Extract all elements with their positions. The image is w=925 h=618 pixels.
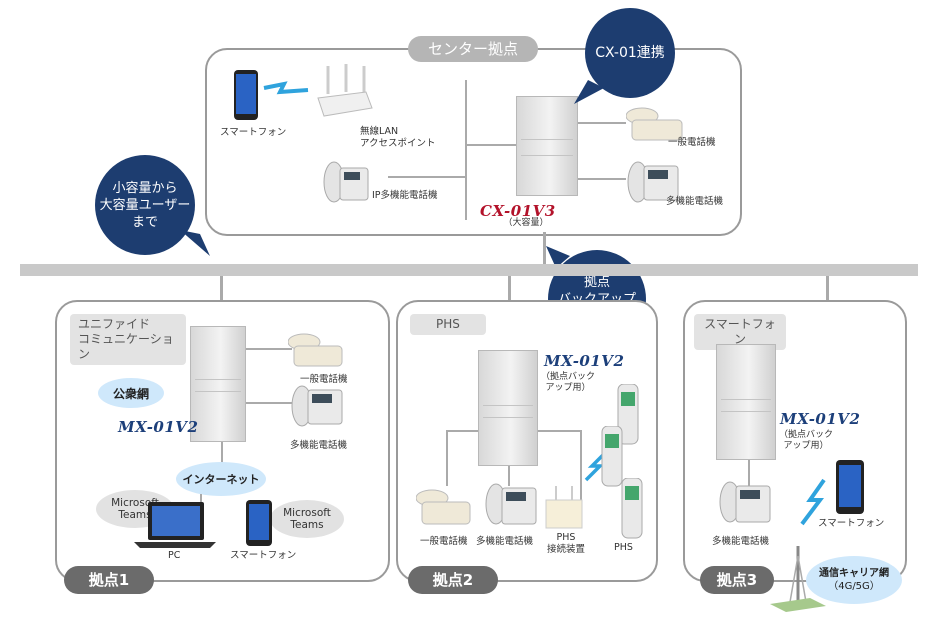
site3-smartphone-label: スマートフォン (818, 518, 885, 529)
center-ipphone-line (388, 176, 466, 178)
internet-cloud: インターネット (176, 462, 266, 496)
cell-tower-icon (770, 542, 826, 614)
site1-tag-1: ユニファイド (78, 317, 151, 331)
backup-text-1: 拠点 (583, 274, 610, 290)
site1-model-name: MX-01V2 (118, 418, 199, 436)
laptop-icon (134, 502, 216, 548)
site2-tag: PHS (410, 314, 486, 335)
site3-pbx-icon (716, 344, 776, 460)
carrier-network-cloud: 通信キャリア網 （4G/5G） (806, 556, 902, 604)
site1-tag-2: コミュニケーション (78, 332, 174, 361)
phs-handset-icon-3 (620, 478, 644, 540)
site2-model-sub-2: アップ用） (545, 383, 591, 393)
carrier-label-2: （4G/5G） (828, 581, 880, 592)
site3-wireless-icon (798, 478, 828, 526)
center-phone2-line (578, 178, 626, 180)
backup-bubble-tail (546, 246, 570, 270)
ip-phone-label: IP多機能電話機 (372, 190, 438, 201)
carrier-label-1: 通信キャリア網 (819, 568, 889, 579)
site2-model-sub: （拠点バック アップ用） (538, 372, 598, 394)
phs-base-label: PHS 接続装置 (546, 532, 586, 556)
wireless-icon (262, 80, 310, 102)
cx-link-bubble: CX-01連携 (585, 8, 675, 98)
site2-vline-left (446, 430, 448, 486)
center-smartphone-label: スマートフォン (220, 127, 287, 138)
phs-label: PHS (614, 542, 633, 553)
access-point-icon (316, 64, 374, 124)
capacity-text-2: 大容量ユーザー (99, 197, 191, 213)
center-phone1-label: 一般電話機 (668, 137, 716, 148)
cx-link-bubble-tail (574, 80, 604, 104)
public-network-cloud: 公衆網 (98, 378, 164, 408)
phs-base-station-icon (544, 486, 584, 530)
site2-footer: 拠点2 (408, 566, 498, 594)
center-vertical-line (465, 80, 467, 220)
internet-to-devices-line (200, 494, 202, 508)
capacity-bubble: 小容量から 大容量ユーザー まで (95, 155, 195, 255)
network-backbone (20, 264, 918, 276)
site2-phone1-label: 一般電話機 (420, 536, 468, 547)
cx-link-text: CX-01連携 (595, 44, 665, 61)
site2-pbx-icon (478, 350, 538, 466)
site3-model-sub-1: （拠点バック (778, 430, 833, 440)
site1-vline (221, 440, 223, 470)
phs-base-label-1: PHS (556, 532, 576, 543)
site1-footer: 拠点1 (64, 566, 154, 594)
ap-label-1: 無線LAN (360, 126, 399, 137)
multifunction-phone-icon (626, 160, 680, 204)
ip-phone-icon (320, 160, 370, 204)
site1-tag: ユニファイド コミュニケーション (70, 314, 186, 365)
internet-label: インターネット (182, 473, 260, 486)
site2-phone2-label: 多機能電話機 (476, 536, 534, 547)
teams-2-line-2: Teams (290, 519, 324, 531)
site1-phone2-line (246, 402, 292, 404)
teams-2-line-1: Microsoft (283, 507, 331, 519)
site1-phone1-line (246, 348, 292, 350)
teams-1-line-1: Microsoft (111, 497, 159, 509)
site1-phone1-label: 一般電話機 (300, 374, 348, 385)
center-pbx-line (466, 144, 516, 146)
site1-basic-phone-icon (288, 328, 344, 368)
site1-phone2-label: 多機能電話機 (290, 440, 348, 451)
smartphone-icon (234, 70, 258, 120)
phs-handset-icon-2 (600, 426, 624, 488)
public-network-label: 公衆網 (112, 386, 149, 401)
capacity-text-1: 小容量から (112, 180, 178, 196)
phs-handset-icon-1 (616, 384, 640, 446)
site2-vline-right (580, 430, 582, 500)
site3-footer: 拠点3 (700, 566, 774, 594)
site2-model-name: MX-01V2 (544, 352, 625, 370)
center-model-name: CX-01V3 (480, 202, 556, 220)
center-site-title: センター拠点 (408, 36, 538, 62)
site1-pbx-icon (190, 326, 246, 442)
site1-smartphone-icon (246, 500, 272, 546)
pc-label: PC (168, 550, 181, 561)
site1-multifunction-phone-icon (290, 384, 344, 428)
phs-base-label-2: 接続装置 (546, 544, 585, 555)
capacity-bubble-tail (180, 230, 210, 256)
cx01v3-pbx-icon (516, 96, 578, 196)
basic-phone-icon (626, 102, 684, 142)
center-phone2-label: 多機能電話機 (666, 196, 724, 207)
teams-cloud-2: Microsoft Teams (270, 500, 344, 538)
ap-label-2: アクセスポイント (360, 138, 436, 149)
site2-model-sub-1: （拠点バック (540, 372, 595, 382)
site2-multifunction-phone-icon (484, 482, 538, 528)
center-model-sub: （大容量） (503, 218, 549, 228)
site3-vline (748, 456, 750, 486)
site3-model-sub-2: アップ用） (783, 441, 829, 451)
site3-multifunction-phone-icon (718, 480, 772, 526)
teams-1-line-2: Teams (118, 509, 152, 521)
center-to-backbone-line (543, 232, 546, 266)
site3-phone-label: 多機能電話機 (712, 536, 770, 547)
site3-model-sub: （拠点バック アップ用） (776, 430, 836, 452)
site3-smartphone-icon (836, 460, 864, 514)
site1-smartphone-label: スマートフォン (230, 550, 297, 561)
center-phone1-line (578, 122, 626, 124)
phs-wireless-icon (582, 452, 608, 482)
capacity-text-3: まで (131, 214, 158, 230)
site3-model-name: MX-01V2 (780, 410, 861, 428)
site2-basic-phone-icon (416, 484, 472, 526)
